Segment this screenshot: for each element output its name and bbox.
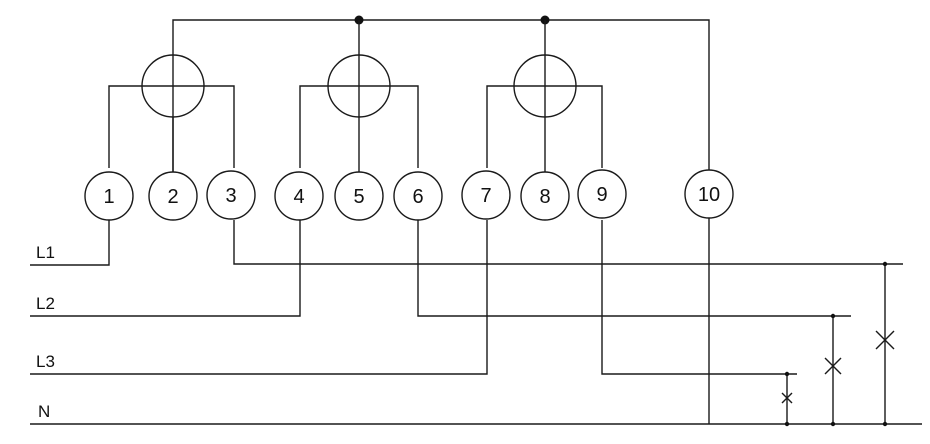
wire-t9-l3: [601, 220, 797, 375]
meter-element-1: [108, 54, 235, 172]
terminal-3: 3: [206, 170, 256, 220]
meter-element-2: [299, 20, 419, 172]
terminal-10: 10: [684, 169, 734, 219]
terminal-9: 9: [577, 169, 627, 219]
terminal-4: 4: [274, 171, 324, 221]
terminal-8: 8: [520, 171, 570, 221]
wire-t7-l3: [30, 220, 488, 375]
terminal-6: 6: [393, 171, 443, 221]
wire-t4-l2: [30, 220, 301, 317]
terminal-9-label: 9: [596, 184, 607, 206]
line-label-n: N: [38, 402, 50, 421]
line-label-l1: L1: [36, 243, 55, 262]
terminal-7: 7: [461, 170, 511, 220]
terminal-5-label: 5: [353, 186, 364, 208]
line-label-l2: L2: [36, 294, 55, 313]
terminal-2: 2: [148, 171, 198, 221]
terminal-1-label: 1: [103, 186, 114, 208]
load-branch-l3: [781, 371, 793, 427]
load-branch-l1: [875, 261, 895, 427]
top-bus-wire: [172, 19, 710, 196]
meter-element-3: [486, 20, 603, 172]
terminal-6-label: 6: [412, 186, 423, 208]
wire-t3-l1: [233, 220, 903, 265]
terminal-7-label: 7: [480, 185, 491, 207]
terminal-5: 5: [334, 171, 384, 221]
wire-t6-l2: [417, 220, 851, 317]
load-branch-l2: [824, 313, 842, 427]
terminal-2-label: 2: [167, 186, 178, 208]
terminal-10-label: 10: [698, 184, 720, 206]
terminal-4-label: 4: [293, 186, 304, 208]
line-label-l3: L3: [36, 352, 55, 371]
terminal-1: 1: [84, 171, 134, 221]
wire-t1-l1: [30, 220, 110, 266]
terminal-3-label: 3: [225, 185, 236, 207]
terminal-8-label: 8: [539, 186, 550, 208]
